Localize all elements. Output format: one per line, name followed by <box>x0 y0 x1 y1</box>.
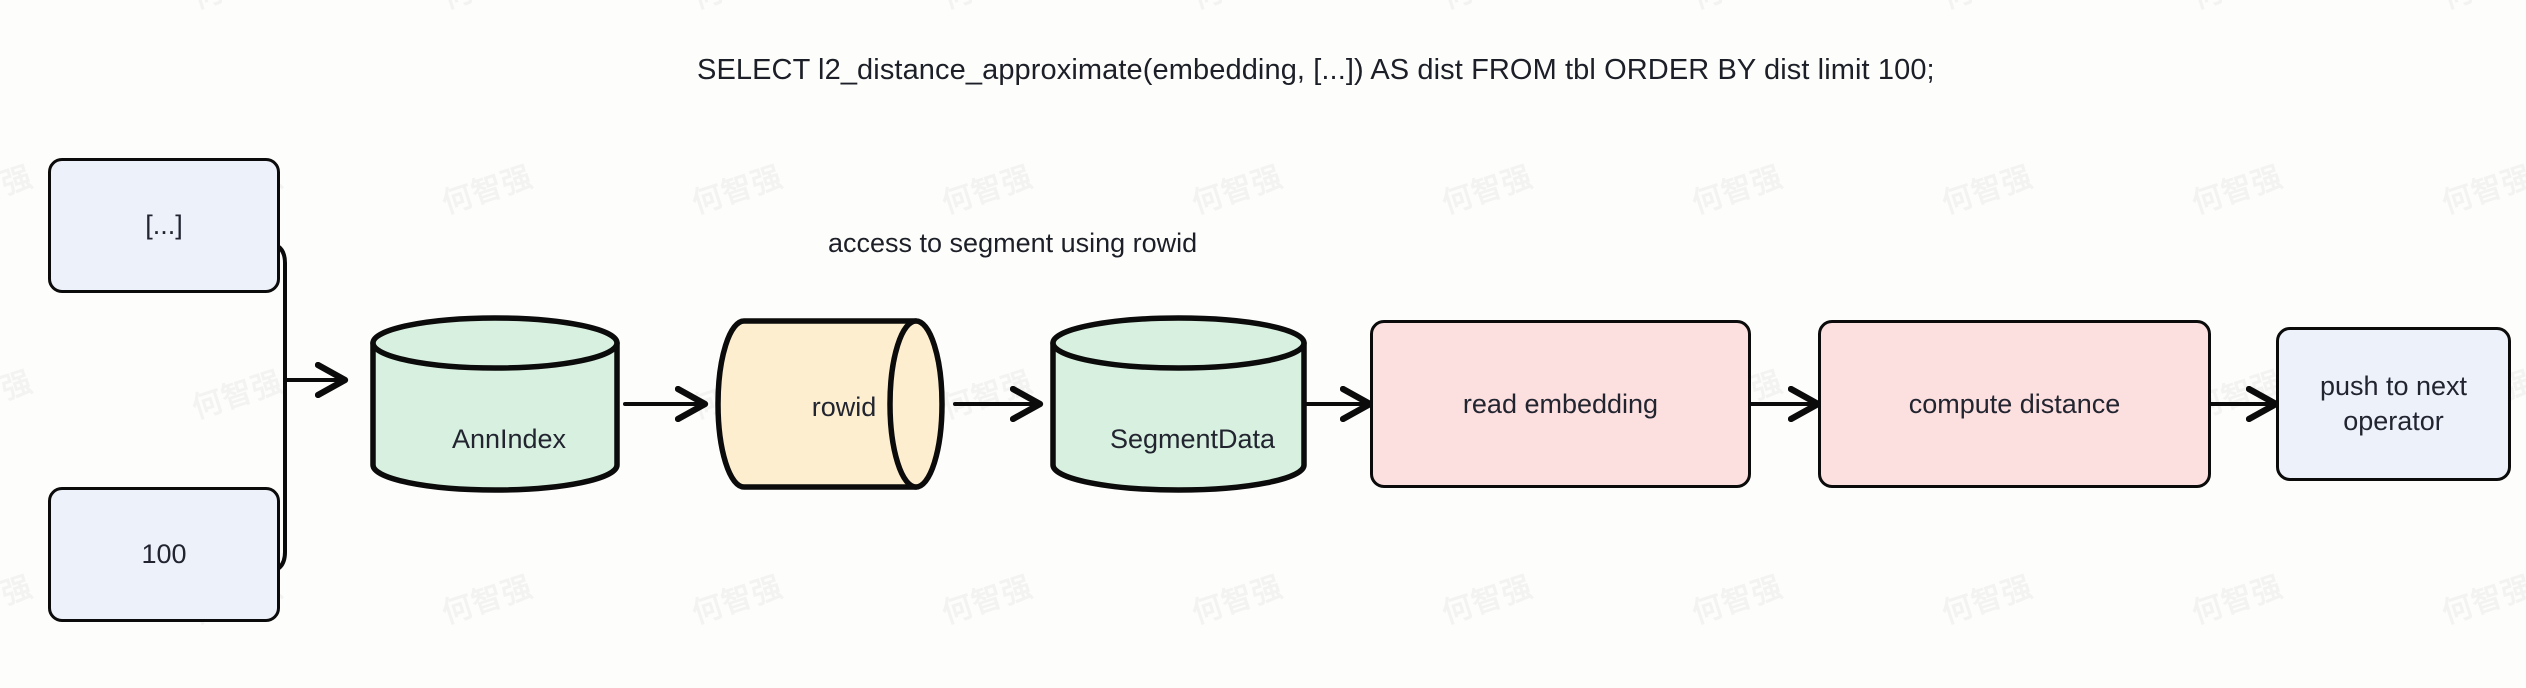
node-input-limit[interactable]: 100 <box>48 487 280 622</box>
watermark-text: 何智强 <box>1435 152 1537 223</box>
node-push-next-operator-label-line2: operator <box>2343 406 2444 436</box>
watermark-text: 何智强 <box>685 562 787 633</box>
watermark-text: 何智强 <box>435 152 537 223</box>
node-push-next-operator-label-line1: push to next <box>2319 371 2468 402</box>
watermark-text: 何智强 <box>1435 562 1537 633</box>
watermark-text: 何智强 <box>935 562 1037 633</box>
watermark-text: 何智强 <box>1935 152 2037 223</box>
watermark-text: 何智强 <box>2185 0 2287 17</box>
segment-data-cylinder-shape <box>1050 315 1307 493</box>
watermark-text: 何智强 <box>2185 562 2287 633</box>
watermark-text: 何智强 <box>1185 562 1287 633</box>
node-read-embedding-label: read embedding <box>1462 388 1659 419</box>
rowid-cylinder-shape <box>715 318 945 490</box>
node-segment-data-label: SegmentData <box>1109 424 1276 454</box>
node-ann-index-label: AnnIndex <box>451 424 567 454</box>
watermark-text: 何智强 <box>1185 152 1287 223</box>
watermark-text: 何智强 <box>1435 0 1537 17</box>
watermark-text: 何智强 <box>1185 0 1287 17</box>
node-read-embedding[interactable]: read embedding <box>1370 320 1751 488</box>
watermark-text: 何智强 <box>0 357 38 428</box>
ann-index-cylinder-shape <box>370 315 620 493</box>
node-ann-index[interactable]: AnnIndex <box>370 315 620 493</box>
watermark-text: 何智强 <box>0 0 38 17</box>
watermark-text: 何智强 <box>1685 0 1787 17</box>
node-push-next-operator[interactable]: push to next operator <box>2276 327 2511 481</box>
watermark-text: 何智强 <box>2185 152 2287 223</box>
watermark-text: 何智强 <box>2435 562 2526 633</box>
node-rowid[interactable]: rowid <box>705 318 955 490</box>
node-compute-distance-label: compute distance <box>1908 388 2121 419</box>
node-input-vector-label: [...] <box>145 210 183 241</box>
node-segment-data[interactable]: SegmentData <box>1050 315 1307 493</box>
edge-label-access-to-segment: access to segment using rowid <box>828 228 1198 258</box>
watermark-text: 何智强 <box>1685 152 1787 223</box>
watermark-text: 何智强 <box>2435 152 2526 223</box>
watermark-text: 何智强 <box>435 562 537 633</box>
watermark-text: 何智强 <box>0 562 38 633</box>
watermark-text: 何智强 <box>185 357 287 428</box>
watermark-text: 何智强 <box>1935 0 2037 17</box>
watermark-text: 何智强 <box>685 0 787 17</box>
watermark-text: 何智强 <box>185 0 287 17</box>
node-compute-distance[interactable]: compute distance <box>1818 320 2211 488</box>
node-rowid-label: rowid <box>811 392 877 422</box>
query-title: SELECT l2_distance_approximate(embedding… <box>697 54 1935 86</box>
watermark-text: 何智强 <box>1935 562 2037 633</box>
watermark-text: 何智强 <box>685 152 787 223</box>
node-input-vector[interactable]: [...] <box>48 158 280 293</box>
watermark-text: 何智强 <box>1685 562 1787 633</box>
node-input-limit-label: 100 <box>141 539 187 570</box>
watermark-text: 何智强 <box>435 0 537 17</box>
watermark-text: 何智强 <box>2435 0 2526 17</box>
watermark-text: 何智强 <box>0 152 38 223</box>
watermark-text: 何智强 <box>935 152 1037 223</box>
watermark-text: 何智强 <box>935 0 1037 17</box>
